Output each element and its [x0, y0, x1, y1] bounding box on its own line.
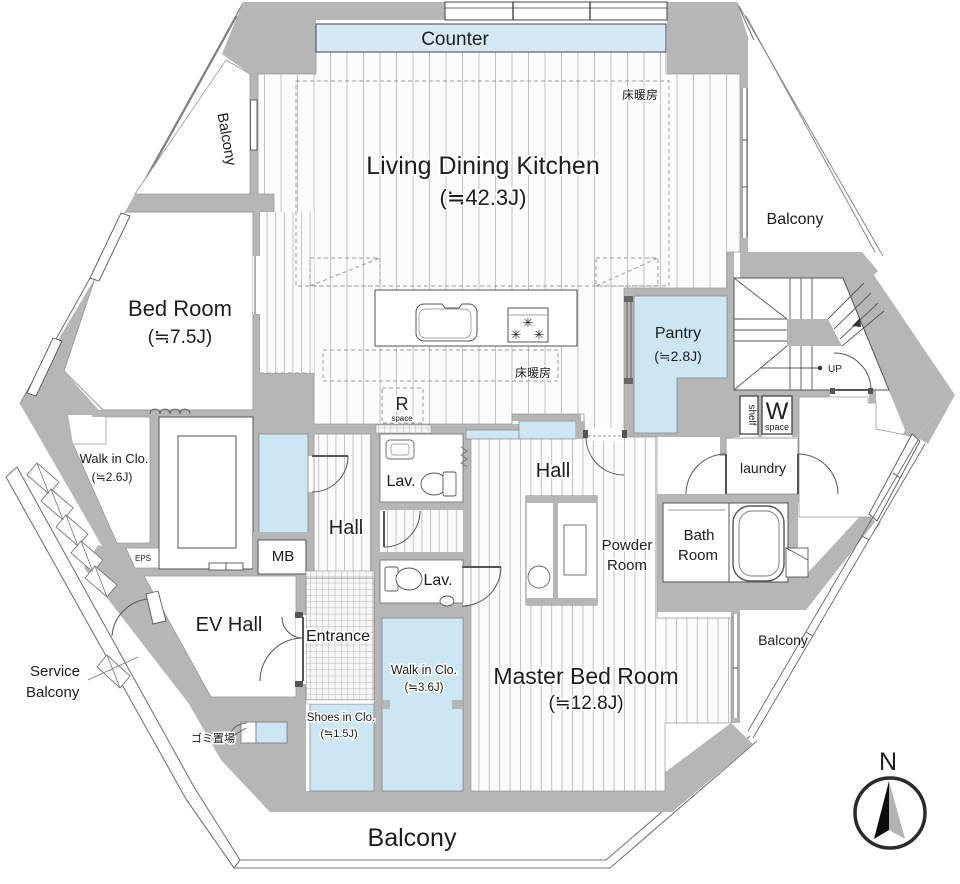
svg-text:Room: Room: [607, 557, 647, 574]
svg-text:Hall: Hall: [329, 517, 363, 539]
svg-text:EPS: EPS: [135, 554, 151, 563]
svg-text:(≒12.8J): (≒12.8J): [548, 693, 623, 714]
svg-text:Service: Service: [30, 663, 80, 680]
svg-text:Powder: Powder: [602, 537, 653, 554]
svg-text:Hall: Hall: [536, 460, 570, 482]
svg-text:EV Hall: EV Hall: [196, 614, 263, 636]
svg-text:✳: ✳: [511, 327, 522, 342]
svg-text:Bath: Bath: [684, 527, 715, 544]
svg-text:Lav.: Lav.: [423, 572, 452, 589]
svg-text:Bed Room: Bed Room: [128, 296, 232, 321]
svg-text:Master Bed Room: Master Bed Room: [493, 663, 678, 689]
svg-text:(≒42.3J): (≒42.3J): [440, 185, 527, 210]
svg-text:(≒7.5J): (≒7.5J): [148, 327, 213, 348]
svg-text:shelf: shelf: [746, 404, 757, 425]
svg-text:N: N: [879, 748, 897, 776]
svg-text:✳: ✳: [534, 327, 545, 342]
svg-text:laundry: laundry: [740, 460, 786, 476]
svg-text:(≒1.5J): (≒1.5J): [320, 728, 357, 740]
svg-text:Walk in Clo.: Walk in Clo.: [80, 451, 149, 466]
svg-text:Lav.: Lav.: [386, 473, 415, 490]
svg-text:Balcony: Balcony: [26, 684, 80, 701]
svg-text:R: R: [396, 394, 409, 414]
svg-text:Entrance: Entrance: [306, 628, 370, 645]
svg-text:✳: ✳: [523, 315, 534, 330]
svg-text:床暖房: 床暖房: [622, 87, 658, 102]
svg-text:space: space: [765, 422, 789, 432]
svg-text:(≒3.6J): (≒3.6J): [404, 682, 443, 694]
svg-text:MB: MB: [272, 548, 295, 565]
svg-text:Pantry: Pantry: [655, 325, 701, 342]
svg-text:space: space: [391, 414, 413, 423]
svg-text:(≒2.6J): (≒2.6J): [92, 470, 133, 484]
svg-text:ゴミ置場: ゴミ置場: [191, 731, 235, 745]
svg-text:Shoes in Clo.: Shoes in Clo.: [307, 712, 375, 724]
svg-text:Walk in Clo.: Walk in Clo.: [391, 663, 457, 677]
svg-text:Balcony: Balcony: [368, 824, 457, 852]
svg-text:Balcony: Balcony: [767, 211, 824, 228]
svg-text:(≒2.8J): (≒2.8J): [654, 348, 702, 364]
svg-text:Room: Room: [678, 547, 718, 564]
svg-text:Counter: Counter: [421, 29, 489, 50]
svg-text:W: W: [766, 398, 789, 425]
svg-text:床暖房: 床暖房: [515, 365, 551, 380]
svg-text:Living Dining Kitchen: Living Dining Kitchen: [366, 152, 599, 180]
svg-text:UP: UP: [828, 364, 842, 375]
svg-text:Balcony: Balcony: [758, 632, 808, 648]
